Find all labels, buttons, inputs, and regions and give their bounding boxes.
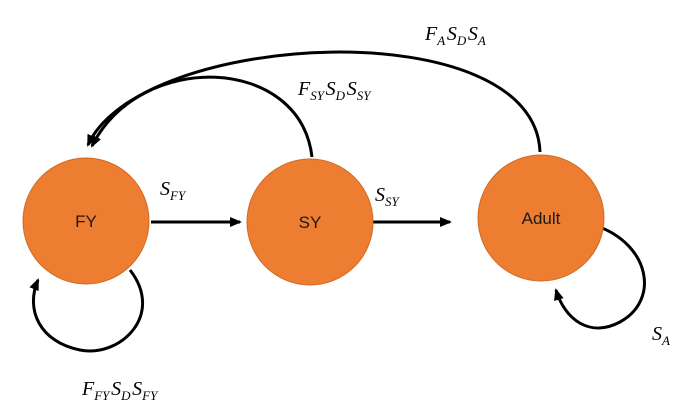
label-adult-self: SA xyxy=(652,323,672,348)
label-adult-to-fy: FA SD SA xyxy=(424,23,488,48)
node-fy: FY xyxy=(22,157,150,285)
math-symbol: S xyxy=(652,323,662,345)
math-subscript: A xyxy=(436,33,445,48)
label-fy-self: FFY SD SFY xyxy=(81,378,159,403)
math-subscript: D xyxy=(335,88,346,103)
math-symbol: S xyxy=(160,178,170,200)
math-symbol: S xyxy=(447,23,457,45)
math-subscript: D xyxy=(456,33,467,48)
math-subscript: FY xyxy=(141,388,159,403)
math-symbol: F xyxy=(81,378,95,400)
edge-fy-self-loop xyxy=(29,269,144,353)
math-symbol: F xyxy=(424,23,438,45)
edge-adult-self-loop xyxy=(554,224,646,330)
math-subscript: FY xyxy=(93,388,111,403)
edge-sy-to-fy xyxy=(90,75,314,158)
node-adult: Adult xyxy=(477,154,605,282)
math-subscript: A xyxy=(661,333,670,348)
math-symbol: S xyxy=(468,23,478,45)
node-sy-label: SY xyxy=(299,213,322,232)
math-subscript: FY xyxy=(169,188,187,203)
math-symbol: S xyxy=(111,378,121,400)
math-symbol: S xyxy=(347,78,357,100)
math-subscript: SY xyxy=(385,194,401,209)
math-symbol: S xyxy=(132,378,142,400)
node-fy-label: FY xyxy=(75,212,97,231)
math-symbol: S xyxy=(375,184,385,206)
math-subscript: A xyxy=(477,33,486,48)
label-sy-to-adult: SSY xyxy=(375,184,401,209)
math-subscript: D xyxy=(120,388,131,403)
math-subscript: SY xyxy=(310,88,326,103)
math-symbol: F xyxy=(297,78,311,100)
math-symbol: S xyxy=(326,78,336,100)
node-adult-label: Adult xyxy=(522,209,561,228)
math-subscript: SY xyxy=(357,88,373,103)
label-fy-to-sy: SFY xyxy=(160,178,187,203)
node-sy: SY xyxy=(246,158,374,286)
label-sy-to-fy: FSY SD SSY xyxy=(297,78,372,103)
